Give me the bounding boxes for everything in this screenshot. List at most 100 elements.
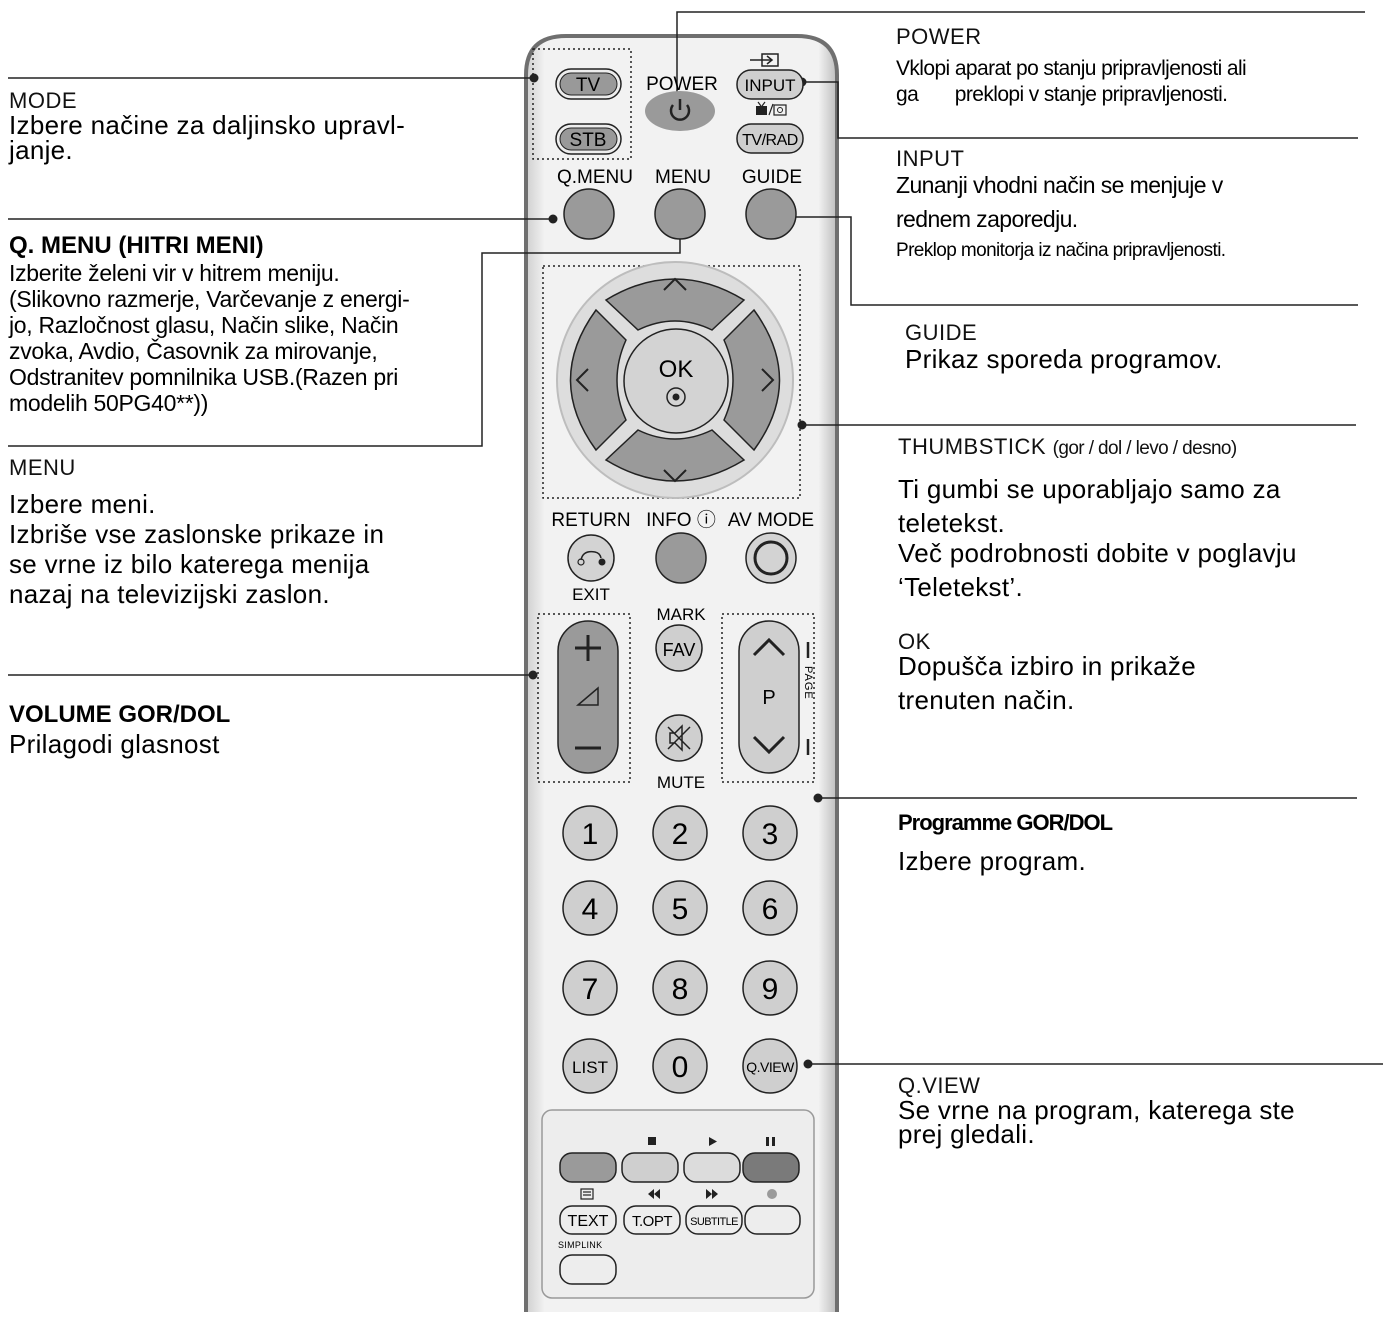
stop-icon [648,1137,656,1145]
av-mode-ring-icon [753,540,789,576]
q-view-button-label: Q.VIEW [746,1059,795,1075]
mode-text-line: Izbere načine za daljinsko upravl- [9,110,406,140]
guide-annotation: GUIDE Prikaz sporeda programov. [905,320,1223,374]
mode-text: Izbere načine za daljinsko upravl- janje… [9,110,405,165]
ok-heading: OK [898,629,931,654]
text-button[interactable]: TEXT [559,1205,617,1235]
stb-button[interactable]: STB [555,123,622,155]
thumbstick: OK [556,261,794,499]
q-view-text: Se vrne na program, katerega ste prej gl… [898,1095,1295,1149]
num-7-button[interactable]: 7 [562,960,618,1016]
info-label: INFO ⓘ [646,509,716,531]
thumbstick-heading-sub: (gor / dol / levo / desno) [1052,438,1238,459]
guide-button[interactable] [745,188,797,240]
q-menu-text-line: (Slikovno razmerje, Varčevanje z energi- [9,286,410,312]
guide-text: Prikaz sporeda programov. [905,344,1223,374]
thumbstick-group-box [542,265,801,499]
menu-text-line: se vrne iz bilo katerega menija [9,549,370,579]
menu-text: Izbere meni. Izbriše vse zaslonske prika… [9,489,384,609]
pause-icon [766,1137,775,1146]
chevron-left-icon [575,368,589,392]
t-opt-button[interactable]: T.OPT [623,1205,681,1235]
thumbstick-right[interactable] [723,308,781,452]
record-button[interactable] [744,1205,801,1235]
tv-rad-button[interactable]: TV/RAD [736,123,804,154]
menu-text-line: Izbriše vse zaslonske prikaze in [9,519,385,549]
q-menu-text: Izberite želeni vir v hitrem meniju. (Sl… [9,260,410,416]
q-menu-button[interactable] [563,188,615,240]
ok-text-line: Dopušča izbiro in prikaže [898,651,1196,681]
num-2-label: 2 [672,818,689,851]
chevron-up-icon [663,277,687,291]
programme-heading: Programme GOR/DOL [898,810,1113,835]
num-4-button[interactable]: 4 [562,880,618,936]
volume-annotation: VOLUME GOR/DOL Prilagodi glasnost [9,701,230,759]
volume-heading: VOLUME GOR/DOL [9,701,231,728]
thumbstick-text: Ti gumbi se uporabljajo samo za teleteks… [898,474,1297,602]
q-menu-label: Q.MENU [557,167,633,188]
num-2-button[interactable]: 2 [652,805,708,861]
num-1-label: 1 [582,818,599,851]
thumbstick-annotation: THUMBSTICK (gor / dol / levo / desno) Ti… [898,434,1297,602]
num-3-button[interactable]: 3 [742,805,798,861]
mode-heading: MODE [9,88,77,113]
subtitle-button[interactable]: SUBTITLE [685,1205,743,1235]
num-0-button[interactable]: 0 [652,1038,708,1094]
thumbstick-up[interactable] [604,278,746,331]
power-text-line: Vklopi aparat po stanju pripravljenosti … [896,57,1247,80]
num-5-button[interactable]: 5 [652,880,708,936]
av-mode-button[interactable] [745,532,797,584]
return-label: RETURN [551,510,630,531]
programme-down-button[interactable] [752,735,786,755]
power-button[interactable] [645,91,715,131]
blue-button[interactable] [742,1152,800,1183]
thumbstick-left[interactable] [569,308,627,452]
input-note: Preklop monitorja iz načina pripravljeno… [896,240,1226,261]
programme-up-button[interactable] [752,637,786,657]
mute-button[interactable] [655,714,703,762]
fav-button[interactable]: FAV [655,624,703,672]
num-9-button[interactable]: 9 [742,960,798,1016]
red-button[interactable] [559,1152,617,1183]
fast-forward-icon [706,1189,718,1199]
mute-icon [667,724,691,752]
menu-button[interactable] [654,188,706,240]
q-view-button[interactable]: Q.VIEW [742,1038,798,1094]
return-button[interactable] [567,534,615,582]
volume-up-button[interactable] [566,628,610,668]
simplink-button[interactable] [559,1254,617,1285]
programme-p-label: P [762,687,775,709]
yellow-button[interactable] [683,1152,741,1183]
ok-button[interactable]: OK [623,328,729,434]
leader-lines [8,11,1383,1065]
menu-annotation: MENU Izbere meni. Izbriše vse zaslonske … [9,455,384,609]
num-0-label: 0 [672,1051,689,1084]
num-6-button[interactable]: 6 [742,880,798,936]
input-icon [750,53,779,67]
programme-rocker: P [738,620,800,774]
exit-label: EXIT [572,585,610,604]
q-view-text-line: Se vrne na program, katerega ste [898,1095,1295,1125]
menu-heading: MENU [9,455,76,480]
q-view-text-line: prej gledali. [898,1119,1035,1149]
power-text-line: ga preklopi v stanje pripravljenosti. [896,83,1228,106]
input-text-line: rednem zaporedju. [896,206,1078,232]
info-button[interactable] [655,532,707,584]
tv-button[interactable]: TV [555,68,622,100]
list-button[interactable]: LIST [562,1038,618,1094]
q-view-heading: Q.VIEW [898,1073,981,1098]
volume-text: Prilagodi glasnost [9,729,230,759]
num-8-button[interactable]: 8 [652,960,708,1016]
page-label: PAGE [802,666,814,700]
thumbstick-down[interactable] [604,429,746,482]
chevron-up-icon [752,637,786,657]
chevron-down-icon [752,735,786,755]
input-button[interactable]: INPUT [736,69,804,100]
volume-down-button[interactable] [566,728,610,768]
leader-menu [8,231,681,447]
text-icon [580,1188,594,1200]
tv-rad-button-label: TV/RAD [742,132,798,149]
num-1-button[interactable]: 1 [562,805,618,861]
green-button[interactable] [621,1152,679,1183]
